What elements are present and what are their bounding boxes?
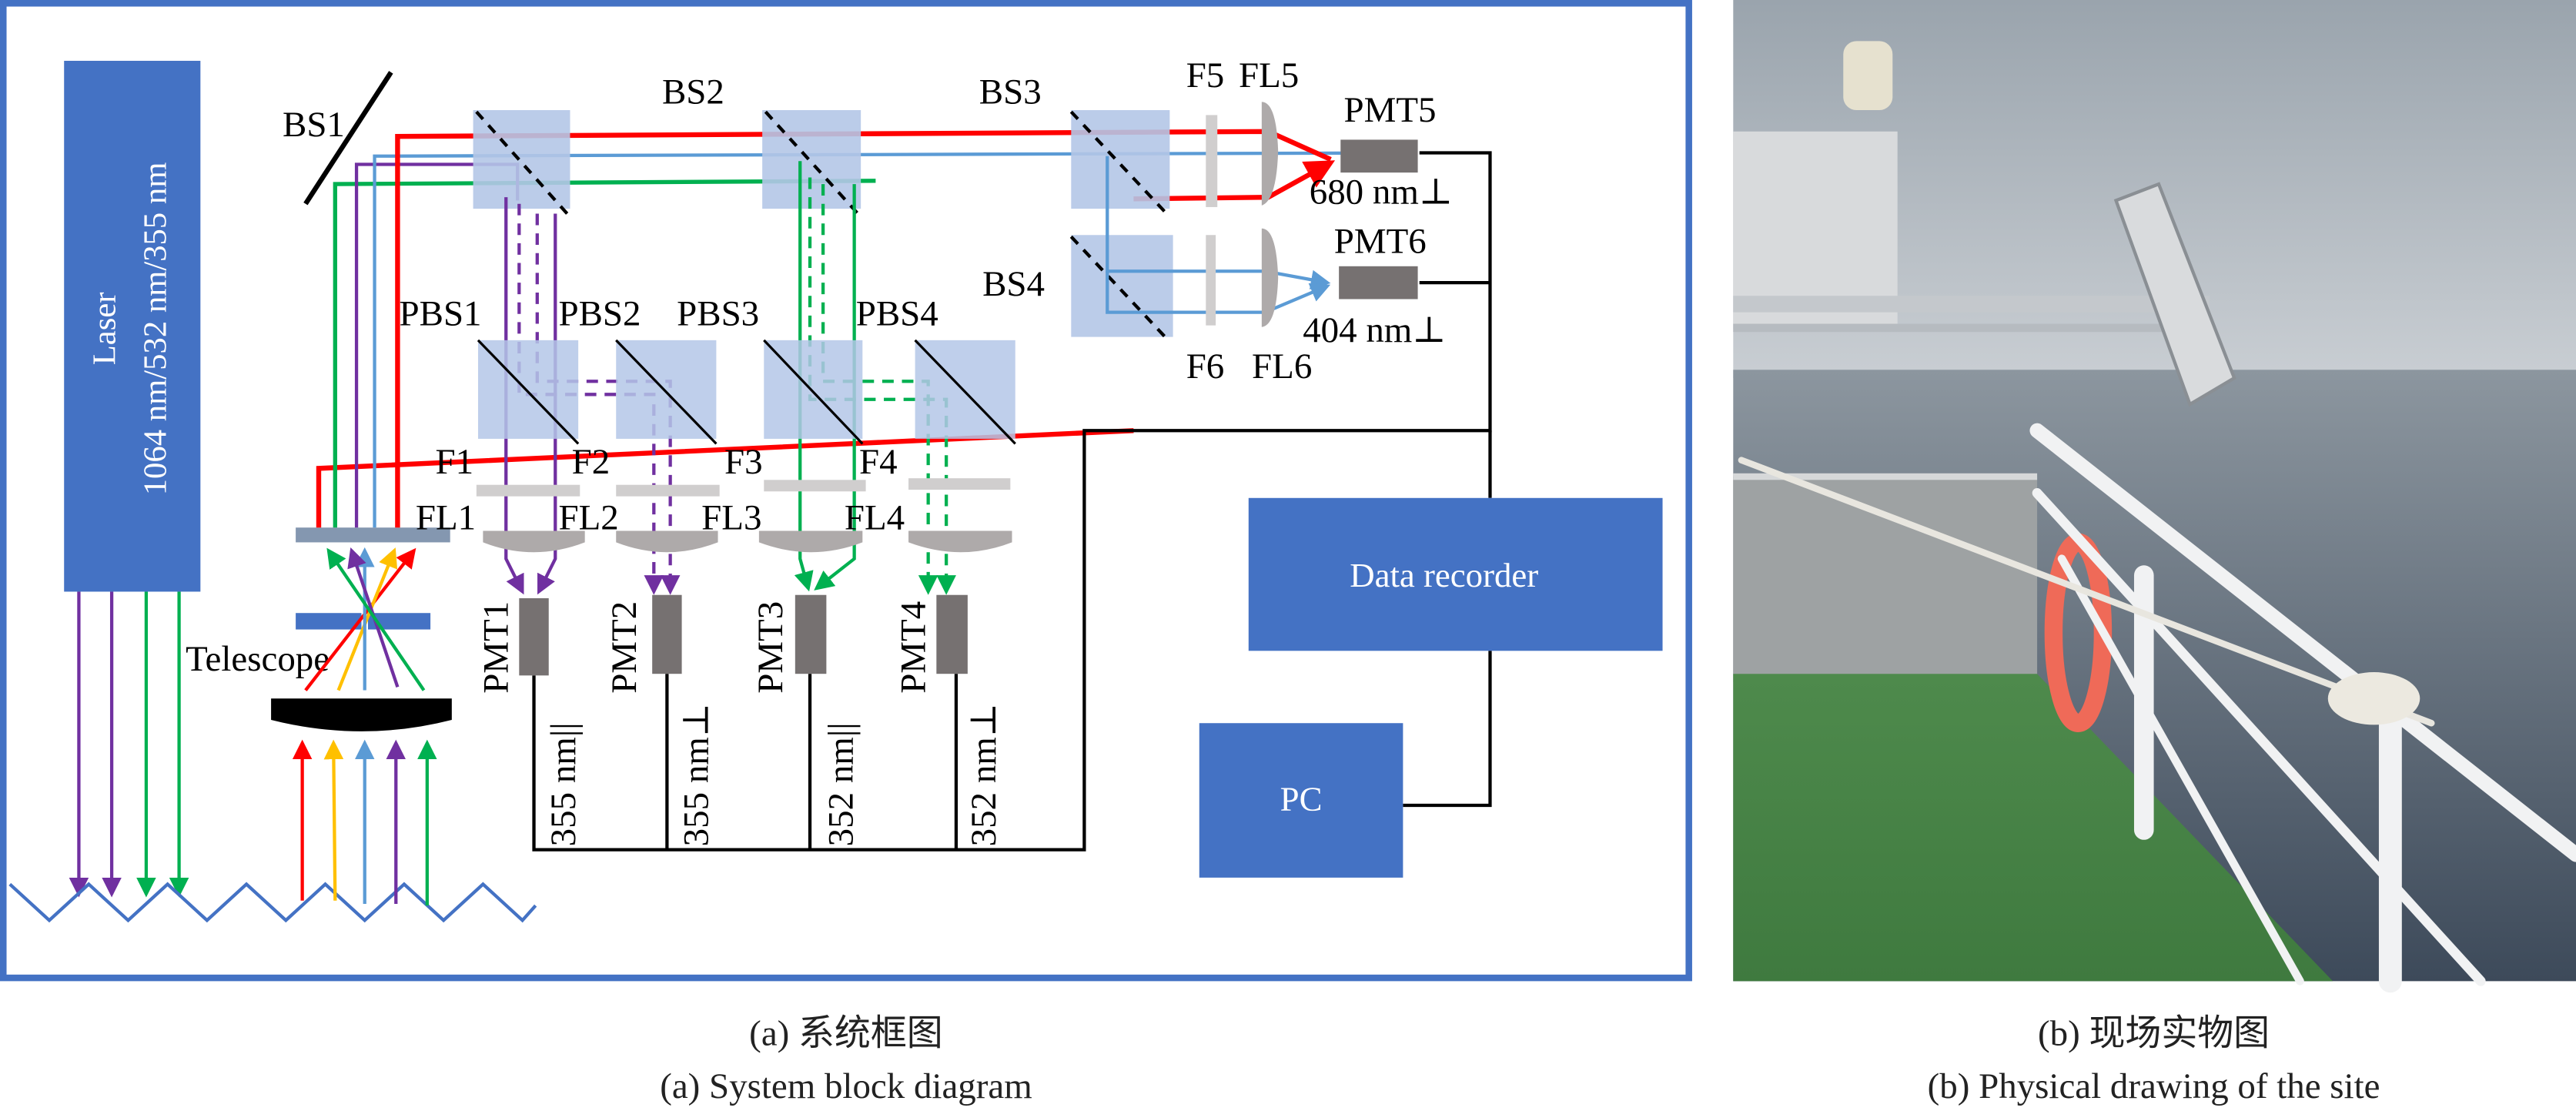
backscatter-beams xyxy=(292,739,437,906)
photo-rope-knot xyxy=(2327,672,2420,725)
lens-fl6 xyxy=(1261,228,1279,327)
laser-block: Laser 1064 nm/532 nm/355 nm xyxy=(64,60,201,592)
pmt5-detector xyxy=(1340,139,1418,173)
photo-lidar-telescope xyxy=(2113,182,2236,407)
pmt4-label: PMT4 xyxy=(893,601,933,694)
pmt5-label: PMT5 xyxy=(1344,90,1437,130)
pmt6-channel: 404 nm⊥ xyxy=(1303,310,1446,350)
caption-a-cn: (a) 系统框图 xyxy=(749,1014,943,1054)
pmt6-label: PMT6 xyxy=(1334,222,1427,262)
panel-b-site-photo xyxy=(1733,0,2576,993)
photo-railing xyxy=(1738,423,2576,993)
filter-f6 xyxy=(1206,235,1216,326)
lens-fl4 xyxy=(908,530,1012,553)
lens-fl5 xyxy=(1261,102,1279,206)
pbs3-label: PBS3 xyxy=(677,294,759,334)
pbs1-label: PBS1 xyxy=(400,294,482,334)
photo-radar-dome xyxy=(1843,41,1893,111)
data-recorder-block: Data recorder xyxy=(1248,497,1663,651)
pbs-blocks xyxy=(477,339,1016,445)
beam-splitter-blocks xyxy=(473,110,1173,343)
pmt3-detector xyxy=(795,594,827,674)
f1-label: F1 xyxy=(435,442,473,482)
blue-404-path xyxy=(1106,156,1331,314)
caption-b-en: (b) Physical drawing of the site xyxy=(1928,1066,2380,1106)
fl6-label: FL6 xyxy=(1252,346,1312,387)
photo-platform-rail xyxy=(1733,323,2210,333)
field-stop-right xyxy=(368,613,431,630)
pmt1-channel: 355 nm|| xyxy=(544,722,584,846)
filter-f5 xyxy=(1206,115,1218,207)
pmt3-label: PMT3 xyxy=(751,601,791,694)
filter-f1 xyxy=(476,484,580,497)
lens-fl2 xyxy=(616,530,718,553)
panel-a-system-diagram: Laser 1064 nm/532 nm/355 nm Telescope xyxy=(0,0,1692,982)
fl5-label: FL5 xyxy=(1239,55,1299,95)
f6-label: F6 xyxy=(1186,346,1225,387)
fl2-label: FL2 xyxy=(559,497,619,537)
photo-platform xyxy=(1733,296,2210,313)
photo-steel-housing xyxy=(1733,477,2038,682)
telescope-rays xyxy=(304,547,426,691)
fl3-label: FL3 xyxy=(701,497,761,537)
upper-channel-optics xyxy=(1206,102,1418,327)
pc-block: PC xyxy=(1199,723,1403,878)
green-352-path xyxy=(794,161,956,595)
pmt4-channel: 352 nm⊥ xyxy=(964,703,1004,846)
lens-fl1 xyxy=(483,530,585,553)
pc-label: PC xyxy=(1280,779,1323,818)
laser-label: Laser xyxy=(86,293,122,366)
bs1-label: BS1 xyxy=(283,105,345,145)
laser-wavelengths: 1064 nm/532 nm/355 nm xyxy=(138,162,174,496)
f4-label: F4 xyxy=(859,442,898,482)
field-stop-left xyxy=(296,613,362,630)
pmt2-channel: 355 nm⊥ xyxy=(677,703,717,846)
bs2-block xyxy=(762,110,861,209)
bs-block-a xyxy=(473,110,570,209)
data-recorder-label: Data recorder xyxy=(1350,556,1538,594)
telescope-label: Telescope xyxy=(186,639,330,679)
f3-label: F3 xyxy=(724,442,763,482)
pmt3-channel: 352 nm|| xyxy=(821,722,861,846)
laser-output-beams xyxy=(69,591,189,898)
bs4-label: BS4 xyxy=(982,264,1045,304)
pmt4-detector xyxy=(936,594,968,674)
pmt6-detector xyxy=(1339,266,1418,300)
pmt-row xyxy=(519,594,968,676)
signal-wires xyxy=(532,151,1492,852)
f5-label: F5 xyxy=(1186,55,1225,95)
bs4-block xyxy=(1071,235,1173,337)
bs1-mirror xyxy=(303,71,393,206)
pmt1-detector xyxy=(519,598,549,676)
pmt2-detector xyxy=(652,594,682,674)
bs2-label: BS2 xyxy=(662,72,724,112)
lenses-row xyxy=(483,530,1012,553)
fl1-label: FL1 xyxy=(416,497,476,537)
pmt5-channel: 680 nm⊥ xyxy=(1310,172,1453,212)
bs3-block xyxy=(1071,110,1170,209)
sea-surface-icon xyxy=(8,882,537,923)
pmt2-label: PMT2 xyxy=(604,601,644,694)
filters-row xyxy=(476,478,1011,497)
pbs2-label: PBS2 xyxy=(559,294,641,334)
filter-f3 xyxy=(764,480,866,492)
photo-green-deck xyxy=(1733,674,2333,982)
pbs4-label: PBS4 xyxy=(856,294,938,334)
fl4-label: FL4 xyxy=(845,497,905,537)
collimator-plate xyxy=(296,527,450,543)
pmt1-label: PMT1 xyxy=(476,601,516,694)
telescope-mirror-icon xyxy=(271,698,452,731)
bs3-label: BS3 xyxy=(979,72,1042,112)
caption-a-en: (a) System block diagram xyxy=(660,1066,1032,1106)
filter-f2 xyxy=(616,484,720,497)
f2-label: F2 xyxy=(572,442,611,482)
caption-b-cn: (b) 现场实物图 xyxy=(2038,1014,2270,1054)
lens-fl3 xyxy=(758,530,863,553)
filter-f4 xyxy=(908,478,1011,490)
